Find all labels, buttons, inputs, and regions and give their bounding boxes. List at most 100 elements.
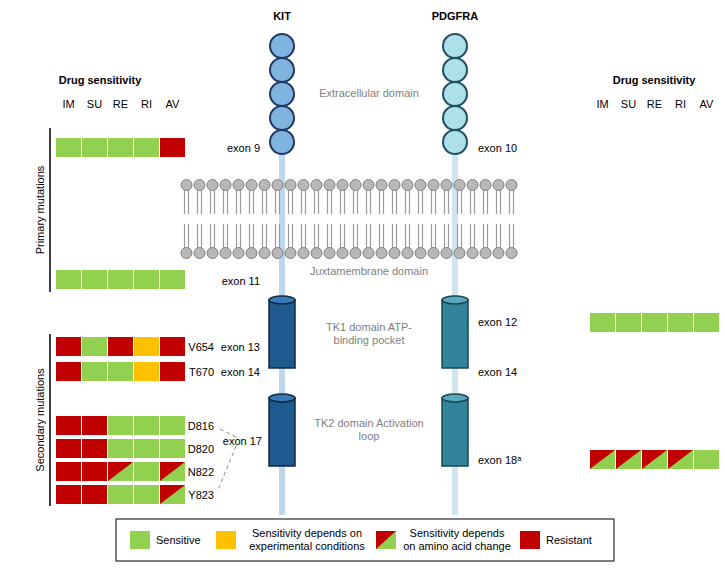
kit-tk2-cylinder-part <box>269 394 295 402</box>
kit-sensitivity-grid-part <box>160 416 185 435</box>
kit-sensitivity-grid-part <box>134 337 159 356</box>
diagram-label: RI <box>675 98 686 111</box>
diagram-label: RE <box>647 98 662 111</box>
pdgfra-tk1-cylinder-part <box>442 296 468 304</box>
kit-sensitivity-grid-part <box>56 462 81 481</box>
kit-sensitivity-grid-part <box>160 362 185 381</box>
diagram-label: exon 13 <box>221 340 260 353</box>
mutation-brackets <box>49 128 51 506</box>
pdgfra-sensitivity-grid-part <box>642 450 667 469</box>
kit-sensitivity-grid-part <box>160 462 185 481</box>
kit-sensitivity-grid-part <box>56 439 81 458</box>
kit-sensitivity-grid-part <box>56 485 81 504</box>
pdgfra-sensitivity-grid-part <box>668 450 693 469</box>
diagram-label: exon 17 <box>223 435 262 448</box>
diagram-label: exon 10 <box>478 142 517 155</box>
kit-sensitivity-grid-part <box>56 416 81 435</box>
kit-sensitivity-grid-part <box>108 462 133 481</box>
kit-sensitivity-grid-part <box>82 416 107 435</box>
diagram-label: exon 14 <box>478 365 517 378</box>
diagram-label: Extracellular domain <box>319 87 419 100</box>
kit-sensitivity-grid-part <box>56 270 81 289</box>
kit-sensitivity-grid-part <box>108 485 133 504</box>
diagram-label: Drug sensitivity <box>613 74 696 87</box>
kit-sensitivity-grid-part <box>108 439 133 458</box>
diagram-label: Juxtamembrane domain <box>310 265 428 278</box>
kit-tk1-cylinder-part <box>269 300 295 368</box>
kit-ig-domains-part <box>270 34 294 58</box>
kit-sensitivity-grid-part <box>82 138 107 157</box>
diagram-label: exon 14 <box>221 365 260 378</box>
pdgfra-tk2-cylinder <box>442 394 468 466</box>
diagram-label: exon 9 <box>227 142 260 155</box>
legend-text: Resistant <box>546 534 592 547</box>
kit-sensitivity-grid <box>56 138 185 504</box>
diagram-label: IM <box>62 98 74 111</box>
kit-sensitivity-grid-part <box>160 439 185 458</box>
diagram-label: V654 <box>188 340 214 353</box>
pdgfra-sensitivity-grid-part <box>694 450 719 469</box>
diagram-label: RI <box>141 98 152 111</box>
kit-sensitivity-grid-part <box>56 138 81 157</box>
diagram-label: exon 11 <box>222 275 260 288</box>
legend-box <box>116 519 614 561</box>
pdgfra-tk2-cylinder-part <box>442 394 468 402</box>
kit-sensitivity-grid-part <box>134 270 159 289</box>
pdgfra-sensitivity-grid-part <box>642 313 667 332</box>
legend-text: Sensitivity depends on experimental cond… <box>242 527 372 552</box>
kit-sensitivity-grid-part <box>134 485 159 504</box>
legend-split-swatch <box>376 531 396 549</box>
kit-sensitivity-grid-part <box>134 439 159 458</box>
legend-swatch <box>130 531 150 549</box>
kit-sensitivity-grid-part <box>134 462 159 481</box>
diagram-label: SU <box>621 98 636 111</box>
mutation-brackets-part <box>49 128 51 292</box>
diagram-label: AV <box>700 98 714 111</box>
kit-sensitivity-grid-part <box>82 362 107 381</box>
pdgfra-ig-domains <box>443 34 467 154</box>
kit-ig-domains-part <box>270 106 294 130</box>
diagram-label: AV <box>166 98 180 111</box>
group-label: Secondary mutations <box>34 368 47 471</box>
diagram-label: TK2 domain Activation loop <box>311 417 427 442</box>
group-label: Primary mutations <box>34 166 47 255</box>
exon17-leaders-part <box>218 446 236 490</box>
kit-ig-domains-part <box>270 58 294 82</box>
diagram-label: RE <box>113 98 128 111</box>
pdgfra-tk2-cylinder-part <box>442 398 468 466</box>
legend-swatch <box>520 531 540 549</box>
pdgfra-ig-domains-part <box>443 130 467 154</box>
kit-sensitivity-grid-part <box>134 362 159 381</box>
kit-sensitivity-grid-part <box>82 462 107 481</box>
pdgfra-ig-domains-part <box>443 34 467 58</box>
kit-sensitivity-grid-part <box>82 485 107 504</box>
kit-tk2-cylinder <box>269 394 295 466</box>
kit-sensitivity-grid-part <box>134 416 159 435</box>
diagram-label: T670 <box>189 365 214 378</box>
cell-membrane <box>180 178 518 260</box>
kit-sensitivity-grid-part <box>82 270 107 289</box>
kit-tk1-cylinder-part <box>269 296 295 304</box>
diagram-label: IM <box>596 98 608 111</box>
kit-sensitivity-grid-part <box>56 337 81 356</box>
diagram-label: KIT <box>273 10 291 23</box>
kit-ig-domains-part <box>270 130 294 154</box>
pdgfra-tk1-cylinder <box>442 296 468 368</box>
pdgfra-tk1-cylinder-part <box>442 300 468 368</box>
pdgfra-sensitivity-grid-part <box>616 313 641 332</box>
kit-sensitivity-grid-part <box>134 138 159 157</box>
pdgfra-sensitivity-grid-part <box>616 450 641 469</box>
diagram-label: Y823 <box>188 488 214 501</box>
diagram-label: PDGFRA <box>432 10 478 23</box>
legend-text: Sensitive <box>156 534 201 547</box>
legend-text: Sensitivity depends on amino acid change <box>402 527 512 552</box>
legend-swatch <box>216 531 236 549</box>
legend-split-swatch-part <box>376 531 396 549</box>
diagram-label: Drug sensitivity <box>59 74 142 87</box>
kit-sensitivity-grid-part <box>160 485 185 504</box>
pdgfra-ig-domains-part <box>443 106 467 130</box>
diagram-label: D820 <box>188 442 214 455</box>
kit-sensitivity-grid-part <box>82 439 107 458</box>
kit-tk2-cylinder-part <box>269 398 295 466</box>
diagram-label: exon 18ᵃ <box>478 453 521 466</box>
